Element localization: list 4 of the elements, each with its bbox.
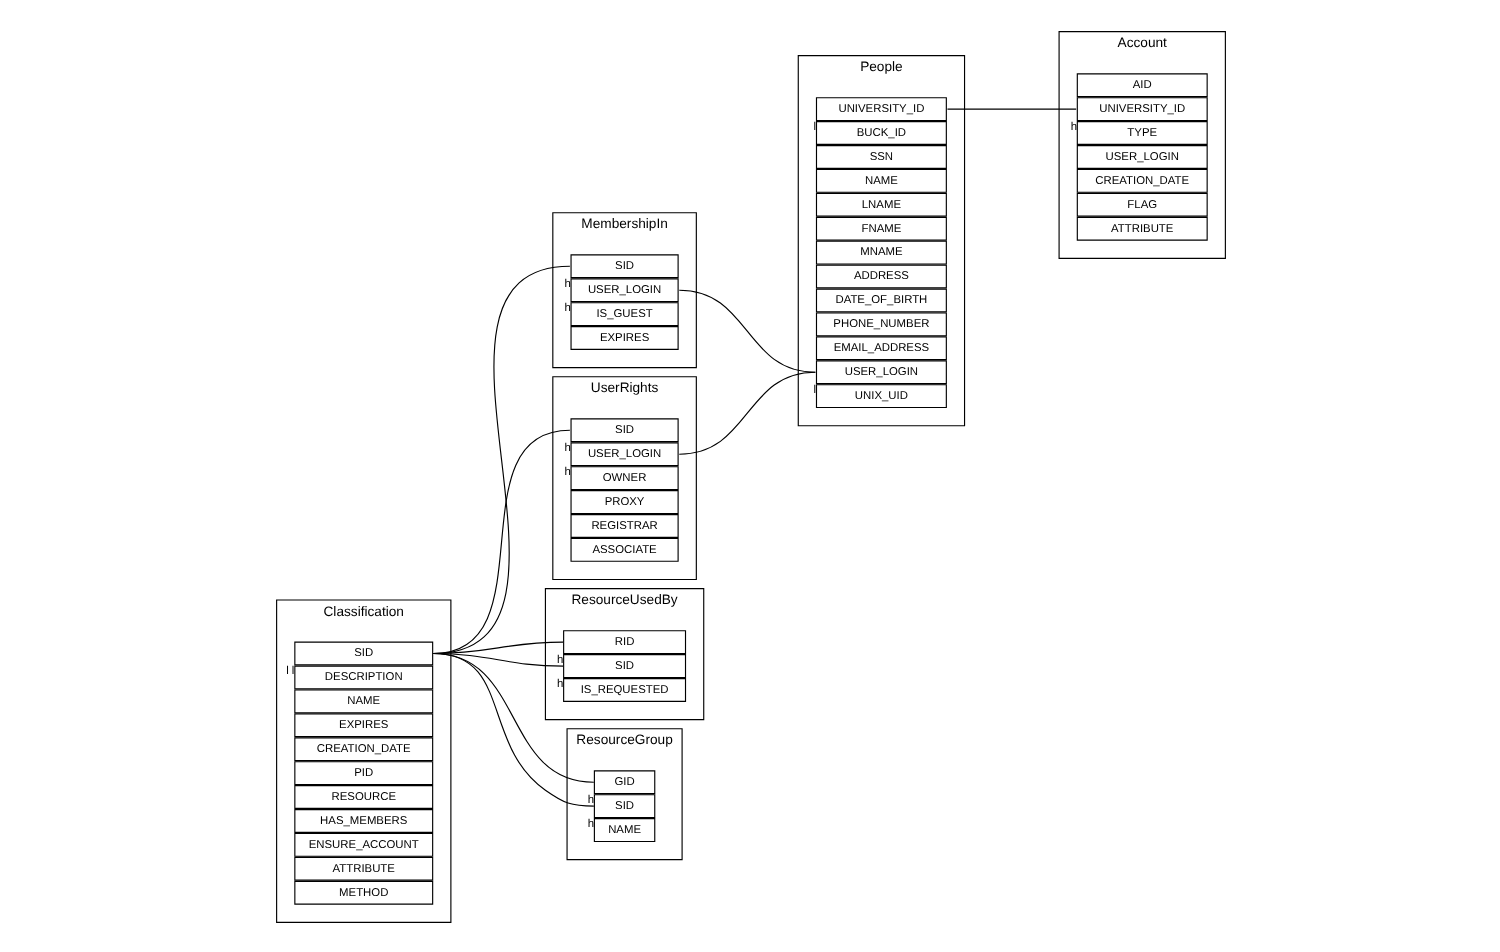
connector [677,288,815,372]
connector [431,651,594,806]
connector [677,370,815,454]
connector [945,107,1076,109]
